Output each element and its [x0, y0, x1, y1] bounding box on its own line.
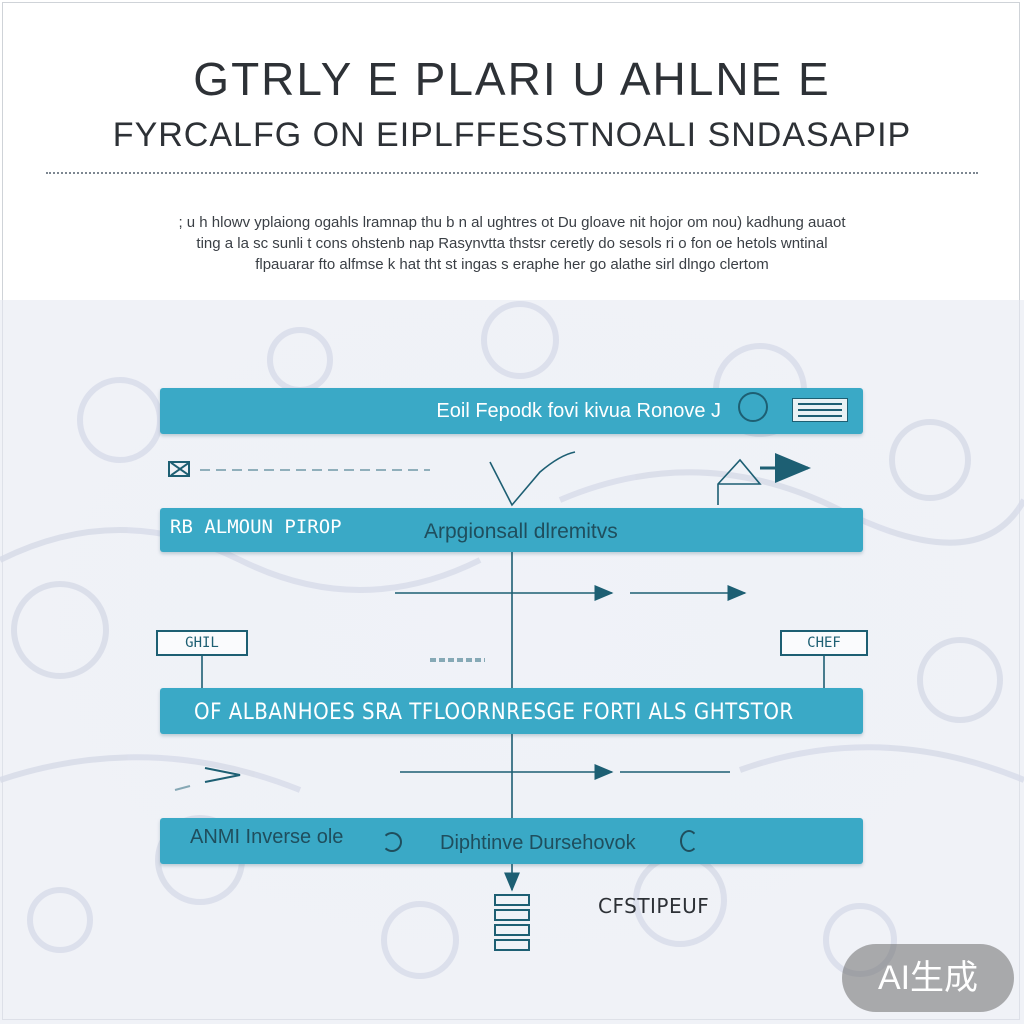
- flow-band-1: Eoil Fepodk fovi kivua Ronove J: [160, 388, 863, 434]
- band-label: Diphtinve Dursehovok: [440, 832, 636, 854]
- intro-line: ting a la sc sunli t cons ohstenb nap Ra…: [196, 235, 828, 252]
- band-tag: ANMI Inverse ole: [190, 826, 344, 848]
- database-stack-icon: [494, 894, 530, 966]
- band-label: OF ALBANHOES SRA TFLOORNRESGE FORTI ALS …: [194, 700, 794, 725]
- refresh-icon: [738, 392, 768, 422]
- band-label: Arpgionsall dlremitvs: [424, 520, 618, 543]
- envelope-icon: [168, 461, 190, 477]
- left-node: GHIL: [156, 630, 248, 656]
- card-icon: [792, 398, 848, 422]
- curve-icon: [680, 830, 698, 852]
- intro-line: ; u h hlowv yplaiong ogahls lramnap thu …: [178, 214, 846, 231]
- intro-paragraph: ; u h hlowv yplaiong ogahls lramnap thu …: [96, 212, 928, 275]
- output-label: CFSTIPEUF: [598, 894, 710, 918]
- diagram-subtitle: FYRCALFG ON EIPLFFESSTNOALI SNDASAPIP: [112, 116, 912, 154]
- ai-generated-badge: AI生成: [842, 944, 1014, 1012]
- intro-line: flpauarar fto alfmse k hat tht st ingas …: [255, 256, 769, 273]
- title-divider: [46, 172, 978, 174]
- cycle-icon: [382, 832, 402, 852]
- diagram-title: GTRLY E PLARI U AHLNE E: [193, 53, 831, 105]
- right-node: CHEF: [780, 630, 868, 656]
- flow-band-2: RB ALMOUN PIROP Arpgionsall dlremitvs: [160, 508, 863, 552]
- flow-band-4: ANMI Inverse ole Diphtinve Dursehovok: [160, 818, 863, 864]
- band-tag: RB ALMOUN PIROP: [170, 516, 342, 538]
- band-label: Eoil Fepodk fovi kivua Ronove J: [436, 400, 721, 422]
- flow-band-3: OF ALBANHOES SRA TFLOORNRESGE FORTI ALS …: [160, 688, 863, 734]
